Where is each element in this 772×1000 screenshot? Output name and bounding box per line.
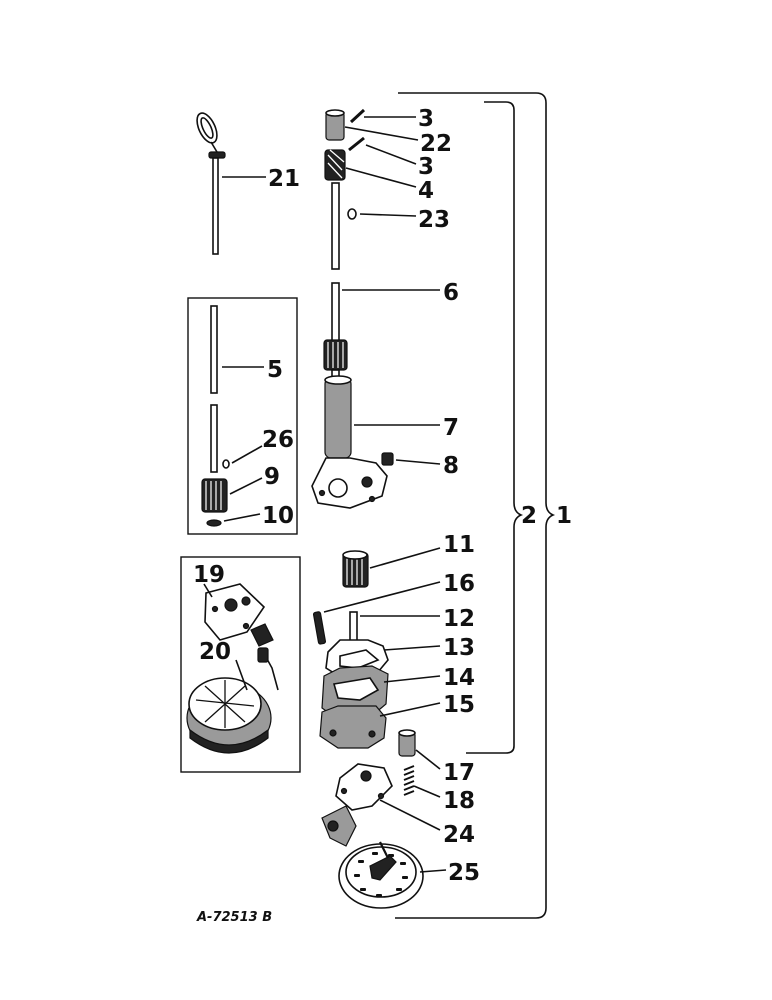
leader-19 [203, 583, 213, 598]
leader-14 [383, 675, 441, 683]
callout-12: 12 [443, 606, 475, 632]
leader-18 [413, 785, 441, 798]
leader-10 [223, 513, 261, 522]
part-14-pump-body-housing [321, 665, 389, 719]
part-9-idler-gear [201, 478, 228, 513]
part-19-cover-plate [204, 583, 274, 647]
part-22-bushing [325, 109, 345, 141]
part-15-pump-cover [319, 705, 387, 749]
callout-26: 26 [262, 427, 294, 453]
callout-11: 11 [443, 532, 475, 558]
inset-box-drive-shaft [187, 297, 298, 535]
leader-22 [344, 126, 419, 141]
group-bracket-1 [395, 92, 556, 919]
part-20-strainer [186, 647, 279, 754]
callout-7: 7 [443, 415, 459, 441]
leader-26 [231, 445, 263, 464]
part-11-gear [342, 550, 369, 588]
part-10-washer [206, 519, 222, 527]
leader-11 [369, 547, 441, 569]
leader-9 [229, 477, 263, 495]
callout-4: 4 [418, 178, 434, 204]
part-18-spring [403, 765, 415, 796]
callout-3-upper: 3 [418, 106, 434, 132]
part-26-key [222, 459, 230, 469]
part-3-pin-lower [348, 136, 365, 152]
callout-24: 24 [443, 822, 475, 848]
leader-15 [379, 702, 441, 717]
callout-1: 1 [556, 503, 572, 529]
callout-6: 6 [443, 280, 459, 306]
callout-2: 2 [521, 503, 537, 529]
leader-20 [235, 659, 248, 691]
callout-10: 10 [262, 503, 294, 529]
leader-23 [359, 213, 417, 217]
leader-lines [203, 116, 447, 873]
callout-3-lower: 3 [418, 154, 434, 180]
callouts: 3 22 3 4 23 21 6 5 7 26 8 9 10 2 1 11 19… [193, 106, 572, 886]
callout-5: 5 [267, 357, 283, 383]
callout-15: 15 [443, 692, 475, 718]
part-17-valve-plunger [398, 729, 416, 757]
part-6-shaft-gear [323, 182, 348, 379]
callout-16: 16 [443, 571, 475, 597]
callout-25: 25 [448, 860, 480, 886]
inset-box-strainer [180, 556, 301, 773]
callout-9: 9 [264, 464, 280, 490]
leader-4 [345, 167, 417, 188]
callout-23: 23 [418, 207, 450, 233]
part-21-dipstick [196, 112, 226, 255]
callout-8: 8 [443, 453, 459, 479]
callout-18: 18 [443, 788, 475, 814]
part-3-pin-upper [349, 108, 366, 124]
part-7-pump-body [311, 375, 388, 509]
leader-8 [395, 459, 441, 465]
leader-3b [365, 144, 417, 165]
part-16-pin [312, 611, 327, 645]
leader-16 [323, 581, 441, 613]
callout-19: 19 [193, 562, 225, 588]
leader-17 [415, 749, 441, 770]
leader-24 [379, 799, 441, 831]
part-23-key [347, 208, 357, 220]
part-4-drive-gear [324, 149, 346, 181]
part-5-drive-shaft [210, 305, 218, 473]
callout-13: 13 [443, 635, 475, 661]
part-24-screen-housing [321, 763, 393, 847]
leader-13 [383, 645, 441, 651]
callout-17: 17 [443, 760, 475, 786]
leader-25 [419, 869, 447, 873]
callout-20: 20 [199, 639, 231, 665]
part-8-plug [381, 452, 394, 466]
callout-14: 14 [443, 665, 475, 691]
part-25-float-screen [338, 841, 424, 909]
callout-22: 22 [420, 131, 452, 157]
callout-21: 21 [268, 166, 300, 192]
group-bracket-2 [466, 101, 524, 754]
inset-frames [180, 297, 301, 773]
drawing-number: A-72513 B [196, 910, 272, 925]
